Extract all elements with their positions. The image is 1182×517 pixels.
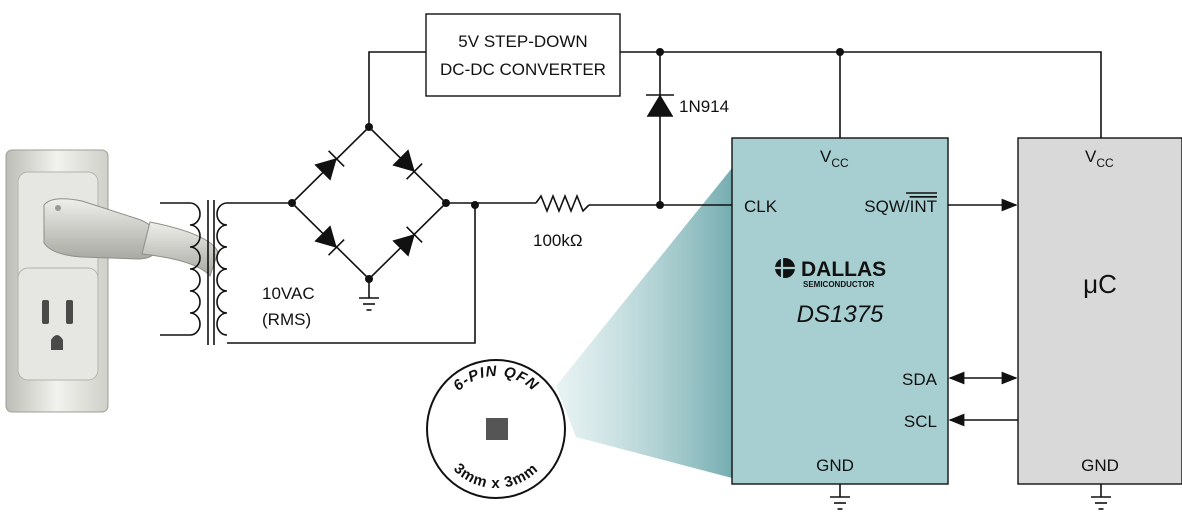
diode-1n914-label: 1N914: [679, 97, 729, 116]
ds1375-chip: [731, 137, 949, 485]
package-callout-beam: [556, 168, 732, 478]
bridge-rectifier: [314, 149, 423, 257]
transformer-voltage-label: 10VAC: [262, 284, 315, 303]
converter-line1: 5V STEP-DOWN: [458, 32, 587, 51]
diode-1n914-icon: [646, 94, 674, 117]
ds1375-part-number: DS1375: [797, 301, 884, 328]
uc-gnd-label: GND: [1081, 456, 1119, 475]
transformer-rms-label: (RMS): [262, 310, 311, 329]
qfn-package-callout: 6-PIN QFN 3mm x 3mm: [426, 359, 566, 499]
junction-dots: [288, 48, 844, 283]
ds1375-vcc-label: VCC: [820, 147, 849, 170]
dallas-logo-subtext: SEMICONDUCTOR: [803, 280, 875, 289]
resistor-icon: [535, 193, 590, 214]
ds1375-gnd-label: GND: [816, 456, 854, 475]
diode-icon: [314, 150, 345, 181]
resistor-label: 100kΩ: [533, 231, 583, 250]
ground-icon: [1091, 496, 1111, 510]
dc-dc-converter-box: [425, 13, 621, 97]
diode-icon: [392, 226, 423, 257]
dallas-logo-icon: [775, 258, 795, 278]
diode-icon: [314, 225, 345, 256]
ground-icon: [830, 496, 850, 510]
ds1375-sqw-int-label: SQW/INT: [864, 197, 937, 216]
transformer-icon: [160, 200, 228, 345]
microcontroller-chip: [1017, 137, 1182, 485]
ds1375-scl-label: SCL: [904, 412, 937, 431]
diode-icon: [392, 149, 423, 180]
ds1375-sda-label: SDA: [902, 370, 938, 389]
uc-label: μC: [1083, 269, 1117, 299]
converter-line2: DC-DC CONVERTER: [440, 60, 606, 79]
uc-vcc-label: VCC: [1085, 147, 1114, 170]
dallas-logo-text: DALLAS: [801, 258, 886, 281]
wall-outlet-with-plug-icon: [5, 149, 219, 413]
ground-icon: [359, 297, 379, 311]
ds1375-clk-label: CLK: [744, 197, 778, 216]
qfn-package-chip-icon: [486, 418, 508, 440]
